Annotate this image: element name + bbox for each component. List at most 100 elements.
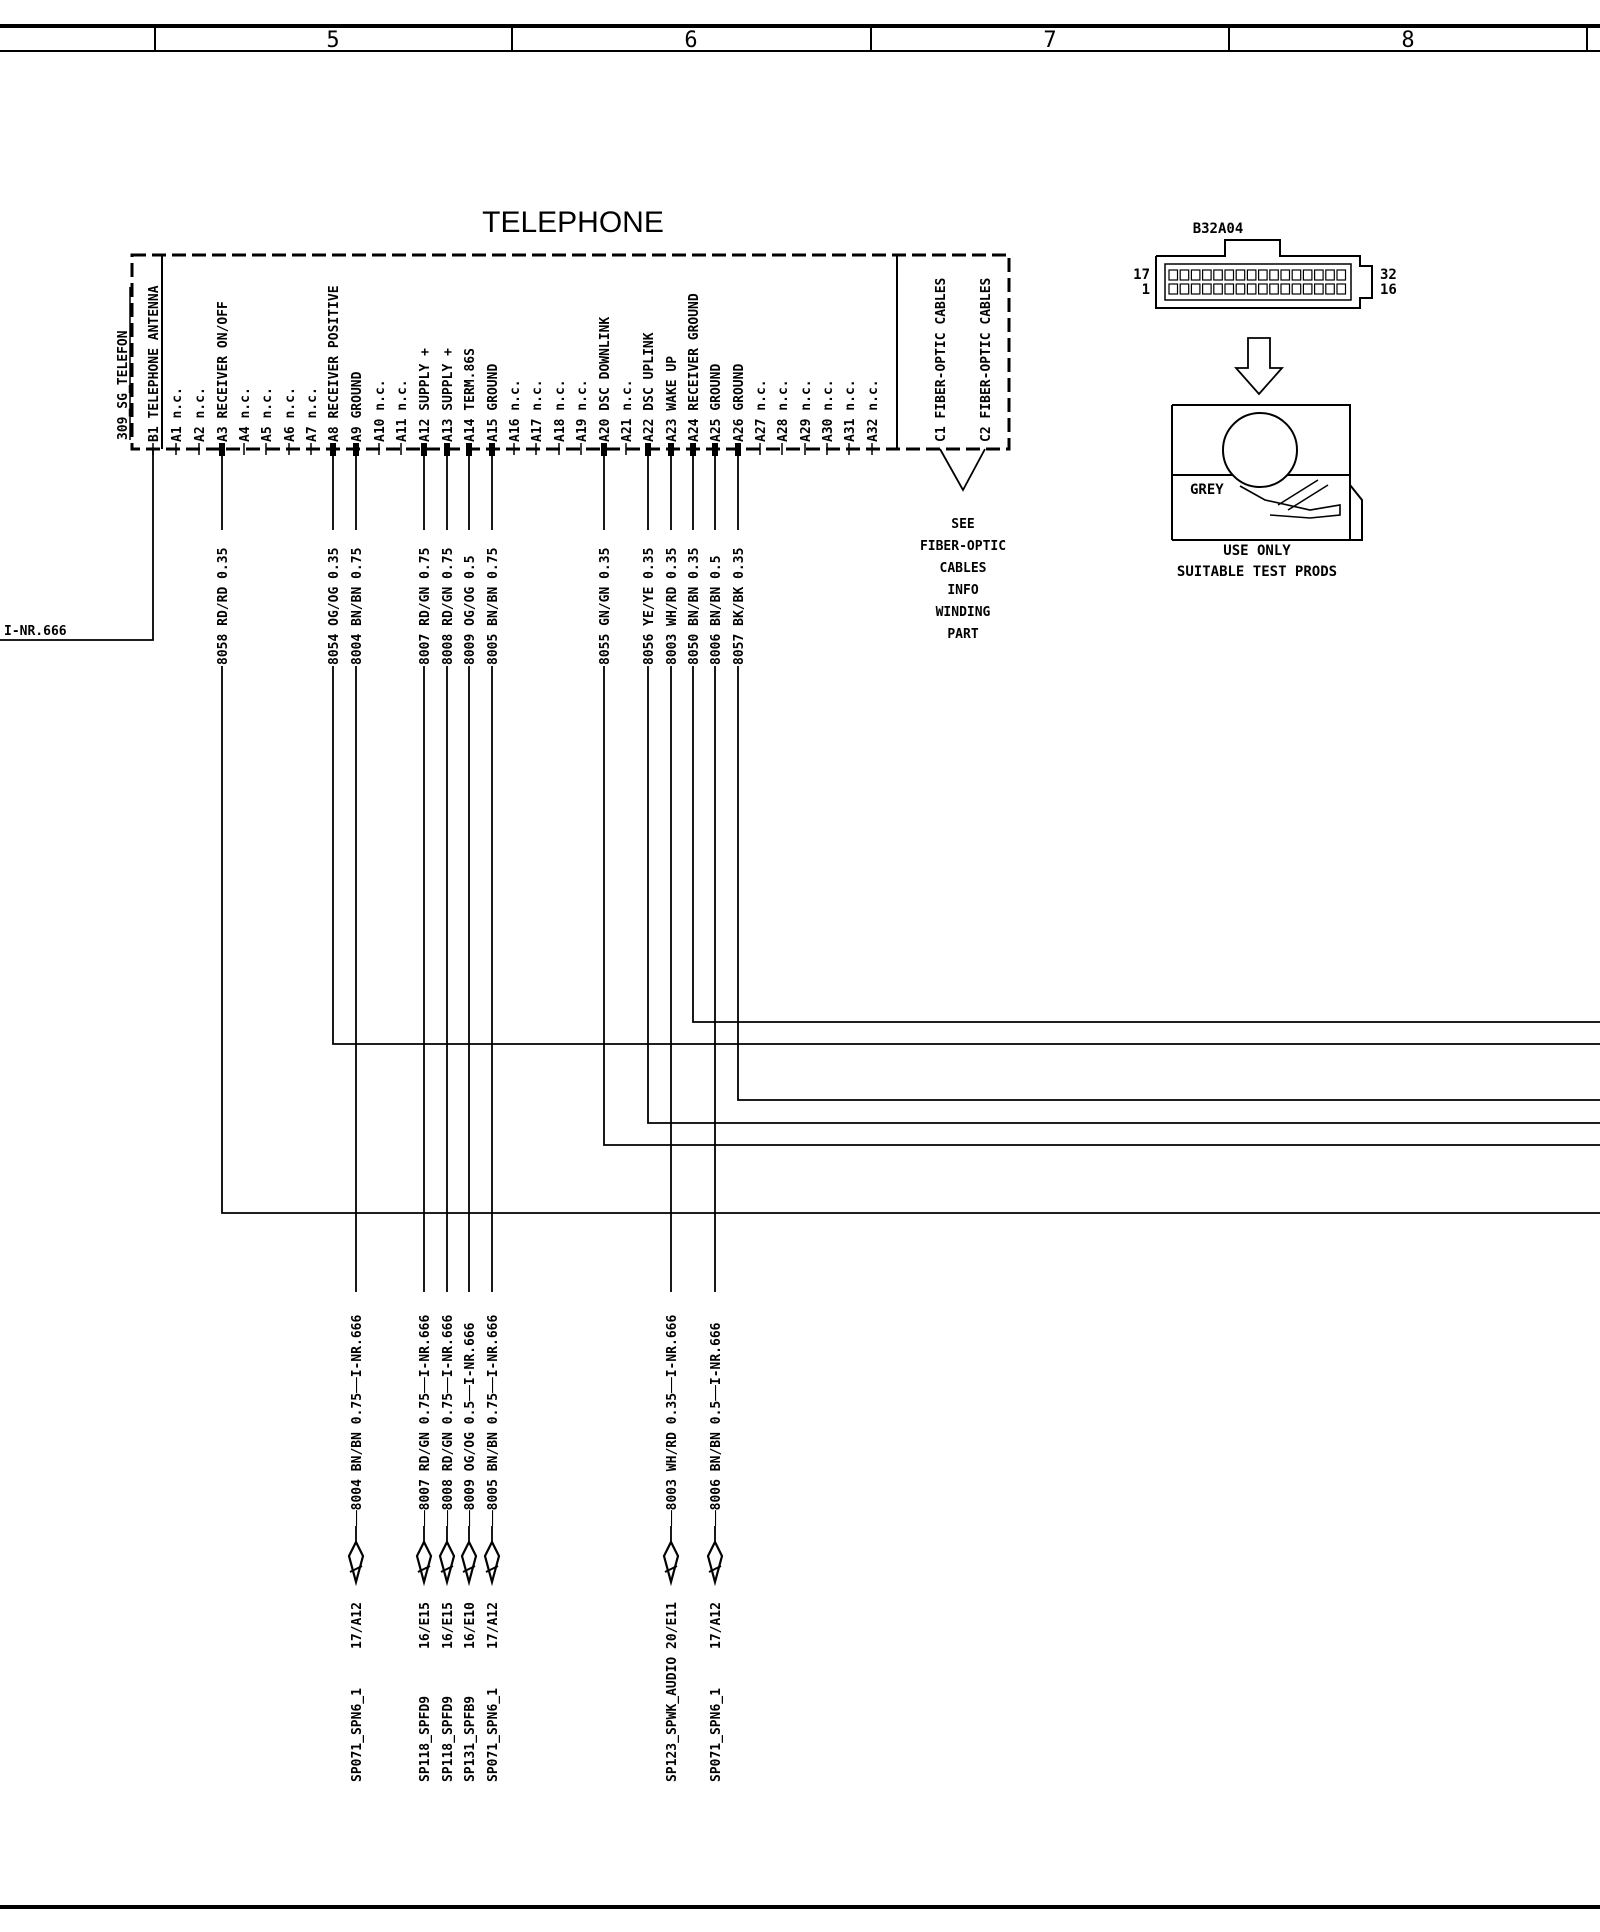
pin-label-a1: A1 n.c. [170, 387, 185, 442]
pin-label-a15: A15 GROUND [486, 364, 501, 442]
connector-pin-17: 17 [1133, 267, 1150, 283]
pin-label-b1: B1 TELEPHONE ANTENNA [147, 285, 162, 442]
connector-cell [1201, 269, 1212, 281]
lower-wire-label-a14: ──8009 OG/OG 0.5──I-NR.666 [463, 1322, 478, 1527]
location-ref-a12: 16/E15 [418, 1602, 433, 1649]
wire-a22 [647, 456, 1600, 1124]
wire-label-a22: 8056 YE/YE 0.35 [642, 548, 657, 665]
wire-label-bg [214, 530, 230, 666]
wire-entry-a13 [444, 443, 450, 456]
connector-cell [1336, 283, 1347, 295]
connector-cells [1168, 269, 1347, 295]
lower-wire-label-a15: ──8005 BN/BN 0.75──I-NR.666 [486, 1315, 501, 1527]
fiber-note-line: FIBER-OPTIC [920, 539, 1006, 554]
pin-label-a6: A6 n.c. [283, 387, 298, 442]
splice-symbol-icon [415, 1539, 433, 1587]
wire-entry-a25 [712, 443, 718, 456]
pin-label-a24: A24 RECEIVER GROUND [687, 293, 702, 442]
connector-cell [1291, 283, 1302, 295]
connector-cell [1235, 283, 1246, 295]
pin-label-a21: A21 n.c. [620, 379, 635, 442]
splice-symbol-icon [347, 1539, 365, 1587]
connector-cell [1168, 269, 1179, 281]
wire-label-a3: 8058 RD/RD 0.35 [216, 548, 231, 665]
splice-mark [485, 1565, 499, 1573]
location-ref-a23: 20/E11 [665, 1602, 680, 1649]
wire-label-a12: 8007 RD/GN 0.75 [418, 548, 433, 665]
connector-cell [1325, 269, 1335, 281]
splice-name-a23: SP123_SPWK_AUDIO [665, 1657, 680, 1782]
pin-label-a31: A31 n.c. [843, 379, 858, 442]
wire-a20 [603, 456, 1600, 1146]
wire-label-bg [325, 530, 341, 666]
connector-cell [1213, 283, 1223, 295]
pin-label-a29: A29 n.c. [799, 379, 814, 442]
lower-wire-label-a13: ──8008 RD/GN 0.75──I-NR.666 [441, 1315, 456, 1527]
pin-label-a13: A13 SUPPLY + [441, 348, 456, 442]
wire-label-bg [663, 530, 679, 666]
connector-cell [1224, 283, 1235, 295]
connector-cell [1190, 269, 1201, 281]
splice-name-a15: SP071_SPN6_1 [486, 1688, 501, 1782]
splice-symbol-icon [483, 1539, 501, 1587]
lower-label-bg [484, 1296, 500, 1576]
zone-label: 8 [1401, 28, 1414, 53]
wire-label-bg [640, 530, 656, 666]
connector-cell [1269, 269, 1279, 281]
wire-entry-a26 [735, 443, 741, 456]
splice-symbol-icon [438, 1539, 456, 1587]
connector-pin-32: 32 [1380, 267, 1397, 283]
wire-a24 [692, 456, 1600, 1023]
splice-symbol-icon [662, 1539, 680, 1587]
connector-cell [1313, 269, 1324, 281]
zone-label: 5 [326, 28, 339, 53]
wire-label-a15: 8005 BN/BN 0.75 [486, 548, 501, 665]
pin-label-a28: A28 n.c. [776, 379, 791, 442]
pin-label-a23: A23 WAKE UP [665, 356, 680, 442]
wire-label-a8: 8054 OG/OG 0.35 [327, 548, 342, 665]
fiber-note-line: SEE [951, 517, 974, 532]
splice-name-a13: SP118_SPFD9 [441, 1696, 456, 1782]
pin-label-a10: A10 n.c. [373, 379, 388, 442]
splice-symbol-icon [460, 1539, 478, 1587]
wire-entry-a9 [353, 443, 359, 456]
fiber-note-line: CABLES [940, 561, 987, 576]
pin-label-a4: A4 n.c. [238, 387, 253, 442]
connector-cell [1213, 269, 1223, 281]
splice-name-a25: SP071_SPN6_1 [709, 1688, 724, 1782]
wire-entry-a3 [219, 443, 225, 456]
wire-label-bg [416, 530, 432, 666]
antenna-wire: I-NR.666 [0, 449, 154, 641]
connector-cell [1280, 283, 1291, 295]
wire-label-bg [707, 530, 723, 666]
pin-label-a27: A27 n.c. [754, 379, 769, 442]
connector-cell [1302, 283, 1313, 295]
splice-name-a9: SP071_SPN6_1 [350, 1688, 365, 1782]
component-title: TELEPHONE [482, 206, 664, 239]
wire-entry-a22 [645, 443, 651, 456]
wire-label-a26: 8057 BK/BK 0.35 [732, 548, 747, 665]
connector-cell [1246, 283, 1257, 295]
wire-entry-a23 [668, 443, 674, 456]
pin-label-a17: A17 n.c. [530, 379, 545, 442]
pin-label-a32: A32 n.c. [866, 379, 881, 442]
connector-cell [1235, 269, 1246, 281]
connector-b32a04: B32A04 17 1 32 16 GREY USE ONLY SUITABLE… [1133, 221, 1397, 580]
pin-label-a11: A11 n.c. [395, 379, 410, 442]
wire-entry-a24 [690, 443, 696, 456]
wire-entry-a8 [330, 443, 336, 456]
location-ref-a13: 16/E15 [441, 1602, 456, 1649]
lower-label-bg [461, 1296, 477, 1576]
splice-mark [708, 1565, 722, 1573]
zone-bar: 5 6 7 8 [0, 24, 1600, 53]
wire-label-a23: 8003 WH/RD 0.35 [665, 548, 680, 665]
pin-label-a20: A20 DSC DOWNLINK [598, 317, 613, 442]
pin-label-a2: A2 n.c. [193, 387, 208, 442]
lower-wire-label-a9: ──8004 BN/BN 0.75──I-NR.666 [350, 1315, 365, 1527]
splice-name-a14: SP131_SPFB9 [463, 1696, 478, 1782]
wire-entry-a20 [601, 443, 607, 456]
fiber-note-line: INFO [947, 583, 978, 598]
